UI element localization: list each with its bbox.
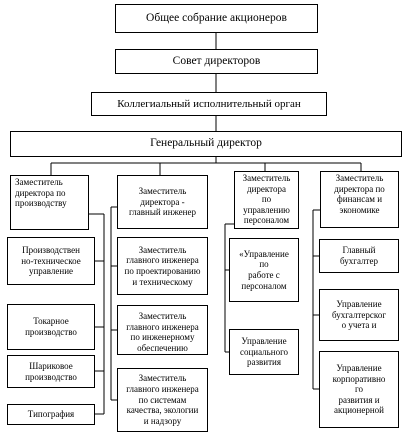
- ball-production-label: Шариковое производство: [25, 360, 77, 382]
- collegial-box: Коллегиальный исполнительный орган: [91, 92, 327, 116]
- chief-accountant-label: Главный бухгалтер: [340, 245, 378, 266]
- deputy-production-box: Заместитель директора по производству: [10, 175, 89, 230]
- printing-house-label: Типография: [27, 409, 75, 420]
- production-technical-label: Производствен но-техническое управление: [21, 245, 81, 277]
- deputy-personnel-box: Заместитель директора по управлению перс…: [234, 171, 299, 229]
- board-label: Совет директоров: [172, 54, 261, 67]
- printing-house-box: Типография: [7, 404, 95, 425]
- deputy-engineering-support-label: Заместитель главного инженера по инженер…: [126, 311, 199, 353]
- turning-production-label: Токарное производство: [25, 316, 77, 337]
- production-technical-box: Производствен но-техническое управление: [7, 237, 95, 285]
- shareholders-label: Общее собрание акционеров: [146, 11, 287, 24]
- deputy-finance-box: Заместитель директора по финансам и экон…: [320, 171, 399, 228]
- personnel-management-box: «Управление по работе с персоналом: [229, 238, 299, 302]
- deputy-engineering-support-box: Заместитель главного инженера по инженер…: [117, 305, 208, 355]
- shareholders-box: Общее собрание акционеров: [115, 4, 318, 33]
- deputy-production-label: Заместитель директора по производству: [15, 177, 67, 209]
- turning-production-box: Токарное производство: [7, 304, 95, 350]
- personnel-management-label: «Управление по работе с персоналом: [239, 248, 289, 291]
- deputy-chief-engineer-label: Заместитель директора - главный инженер: [129, 186, 196, 218]
- accounting-department-label: Управление бухгалтерског о учета и: [331, 299, 387, 331]
- corporate-development-label: Управление корпоративно го развития и ак…: [332, 362, 386, 416]
- ball-production-box: Шариковое производство: [7, 355, 95, 388]
- general-director-label: Генеральный директор: [150, 137, 262, 150]
- social-development-box: Управление социального развития: [229, 329, 299, 375]
- corporate-development-box: Управление корпоративно го развития и ак…: [319, 351, 399, 428]
- collegial-label: Коллегиальный исполнительный орган: [117, 97, 301, 110]
- deputy-quality-label: Заместитель главного инженера по система…: [126, 373, 199, 426]
- general-director-box: Генеральный директор: [10, 131, 402, 157]
- deputy-quality-box: Заместитель главного инженера по система…: [117, 368, 208, 432]
- deputy-chief-engineer-box: Заместитель директора - главный инженер: [117, 175, 208, 229]
- board-box: Совет директоров: [115, 49, 318, 74]
- deputy-personnel-label: Заместитель директора по управлению перс…: [242, 173, 291, 226]
- social-development-label: Управление социального развития: [239, 336, 289, 368]
- accounting-department-box: Управление бухгалтерског о учета и: [319, 289, 399, 341]
- deputy-design-label: Заместитель главного инженера по проекти…: [124, 244, 201, 287]
- deputy-finance-label: Заместитель директора по финансам и экон…: [334, 173, 385, 215]
- chief-accountant-box: Главный бухгалтер: [319, 239, 399, 273]
- deputy-design-box: Заместитель главного инженера по проекти…: [117, 237, 208, 295]
